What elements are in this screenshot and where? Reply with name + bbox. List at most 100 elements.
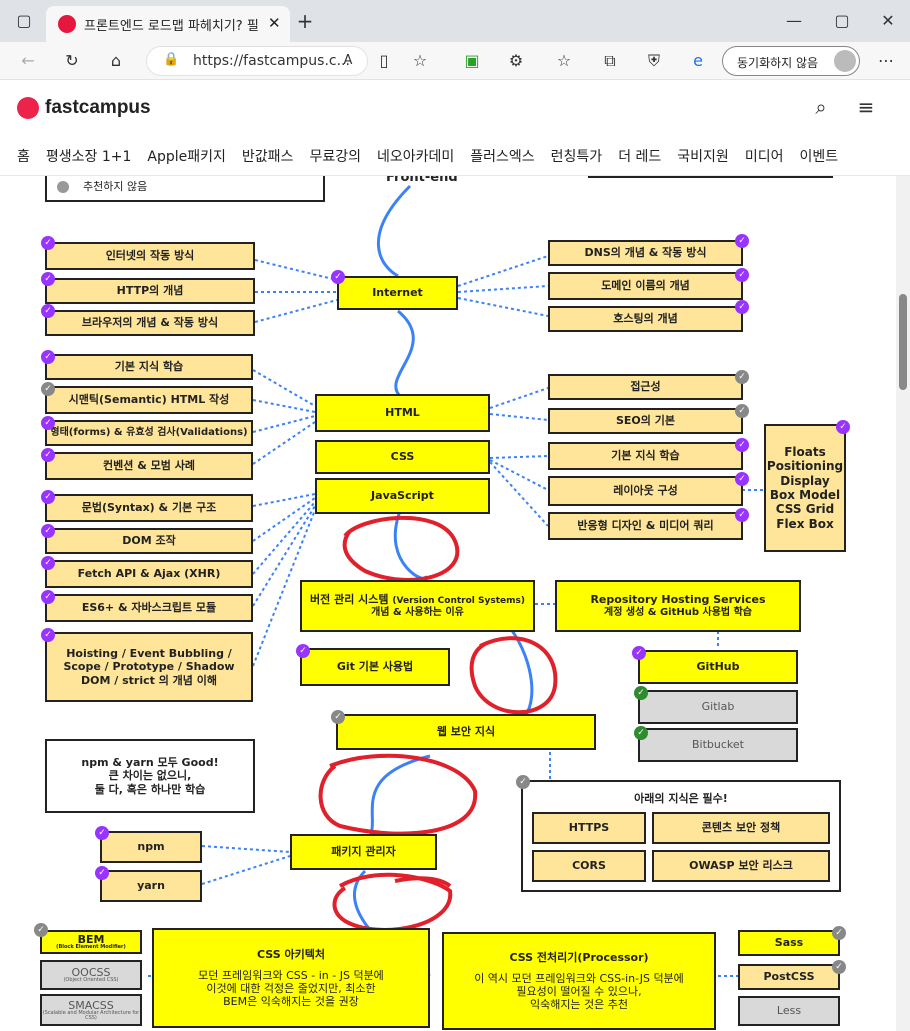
read-aloud-icon[interactable]: A [343,53,353,68]
check-icon: ✓ [41,524,55,538]
roadmap-node[interactable]: 반응형 디자인 & 미디어 쿼리 [548,512,743,540]
nav-item[interactable]: 플러스엑스 [470,149,535,165]
favorites-icon[interactable]: ☆ [556,51,572,70]
check-icon: ✓ [95,826,109,840]
check-icon: ✓ [832,926,846,940]
scrollbar-thumb[interactable] [899,294,907,390]
maximize-icon[interactable]: ▢ [834,11,850,30]
check-icon: ✓ [735,404,749,418]
roadmap-node[interactable]: 레이아웃 구성 [548,476,743,506]
avatar [834,50,856,72]
nav-item[interactable]: 무료강의 [309,149,361,165]
roadmap-node[interactable]: CORS [532,850,646,882]
npm-node[interactable]: npm [100,831,202,863]
browser-tab[interactable]: 프론트엔드 로드맵 파헤치기? 필 ✕ [46,6,290,42]
oocss-node[interactable]: OOCSS(Object Oriented CSS) [40,960,142,990]
roadmap-node[interactable]: 시맨틱(Semantic) HTML 작성 [45,386,253,414]
roadmap-node[interactable]: 브라우저의 개념 & 작동 방식 [45,310,255,336]
roadmap-node[interactable]: 문법(Syntax) & 기본 구조 [45,494,253,522]
roadmap-node[interactable]: SEO의 기본 [548,408,743,434]
nav-item[interactable]: 평생소장 1+1 [45,149,132,165]
nav-item[interactable]: 네오아카데미 [376,149,455,165]
address-bar[interactable]: 🔒 https://fastcampus.c... [146,46,368,76]
new-tab-icon[interactable]: + [296,9,314,33]
close-tab-icon[interactable]: ✕ [268,14,281,32]
roadmap-node[interactable]: 형태(forms) & 유효성 검사(Validations) [45,420,253,446]
postcss-node[interactable]: PostCSS [738,964,840,990]
back-icon[interactable]: ← [21,51,35,70]
smacss-node[interactable]: SMACSS(Scalable and Modular Architecture… [40,994,142,1026]
hamburger-menu-icon[interactable]: ≡ [857,95,875,119]
nav-item[interactable]: 홈 [17,149,30,165]
internet-node[interactable]: Internet [337,276,458,310]
bitbucket-node[interactable]: Bitbucket [638,728,798,762]
roadmap-node[interactable]: 도메인 이름의 개념 [548,272,743,300]
javascript-node[interactable]: JavaScript [315,478,490,514]
extension-green-icon[interactable]: ▣ [464,51,480,70]
nav-item[interactable]: 반값패스 [241,149,294,165]
roadmap-node[interactable]: DOM 조작 [45,528,253,554]
nav-item[interactable]: 미디어 [744,149,784,165]
roadmap-node[interactable]: 기본 지식 학습 [45,354,253,380]
nav-item[interactable]: 런칭특가 [550,149,603,165]
roadmap-node[interactable]: Fetch API & Ajax (XHR) [45,560,253,588]
roadmap-node[interactable]: 콘텐츠 보안 정책 [652,812,830,844]
collections-icon[interactable]: ⧉ [604,51,616,70]
sync-button[interactable]: 동기화하지 않음 [722,46,860,76]
roadmap-node[interactable]: OWASP 보안 리스크 [652,850,830,882]
browser-essentials-icon[interactable]: ⛨ [647,51,660,70]
nav-item[interactable]: 더 레드 [618,149,662,165]
check-icon: ✓ [41,416,55,430]
html-node[interactable]: HTML [315,394,490,432]
refresh-icon[interactable]: ↻ [65,51,79,70]
browser-tab-strip: ▢ 프론트엔드 로드맵 파헤치기? 필 ✕ + — ▢ ✕ [0,0,910,42]
check-icon: ✓ [331,270,345,284]
less-node[interactable]: Less [738,996,840,1026]
nav-item[interactable]: Apple패키지 [147,149,226,165]
favorite-add-icon[interactable]: ☆ [412,51,428,70]
package-manager-node[interactable]: 패키지 관리자 [290,834,437,870]
immersive-reader-icon[interactable]: ▯ [379,51,389,70]
css-preprocessor-node[interactable]: CSS 전처리기(Processor) 이 역시 모던 프레임워크와 CSS-i… [442,932,716,1030]
vcs-node[interactable]: 버전 관리 시스템 (Version Control Systems) 개념 &… [300,580,535,632]
tab-actions-icon[interactable]: ▢ [16,11,32,30]
roadmap-node[interactable]: 호스팅의 개념 [548,306,743,332]
git-basics-node[interactable]: Git 기본 사용법 [300,648,450,686]
minimize-icon[interactable]: — [786,11,802,30]
url-text: https://fastcampus.c... [193,53,350,69]
roadmap-node[interactable]: ES6+ & 자바스크립트 모듈 [45,594,253,622]
bem-node[interactable]: BEM(Block Element Modifier) [40,930,142,954]
roadmap-node[interactable]: 기본 지식 학습 [548,442,743,470]
roadmap-node[interactable]: 접근성 [548,374,743,400]
page-scrollbar[interactable] [896,176,910,1031]
roadmap-node[interactable]: DNS의 개념 & 작동 방식 [548,240,743,266]
more-icon[interactable]: ⋯ [878,51,894,70]
tab-title: 프론트엔드 로드맵 파헤치기? 필 [84,19,259,34]
roadmap-node[interactable]: HTTP의 개념 [45,278,255,304]
extensions-icon[interactable]: ⚙ [508,51,524,70]
github-node[interactable]: GitHub [638,650,798,684]
close-window-icon[interactable]: ✕ [881,11,895,30]
roadmap-node[interactable]: 인터넷의 작동 방식 [45,242,255,270]
check-icon: ✓ [41,448,55,462]
edge-icon[interactable]: e [693,51,703,70]
roadmap-node[interactable]: HTTPS [532,812,646,844]
roadmap-node[interactable]: Hoisting / Event Bubbling / Scope / Prot… [45,632,253,702]
css-architecture-node[interactable]: CSS 아키텍처 모던 프레임워크와 CSS - in - JS 덕분에 이것에… [152,928,430,1028]
web-security-node[interactable]: 웹 보안 지식 [336,714,596,750]
home-icon[interactable]: ⌂ [110,51,122,70]
nav-item[interactable]: 이벤트 [799,149,839,165]
css-node[interactable]: CSS [315,440,490,474]
sass-node[interactable]: Sass [738,930,840,956]
nav-item[interactable]: 국비지원 [677,149,729,165]
roadmap-node[interactable]: 컨벤션 & 모범 사례 [45,452,253,480]
check-icon: ✓ [634,726,648,740]
fastcampus-logo[interactable]: fastcampus [17,96,151,120]
gitlab-node[interactable]: Gitlab [638,690,798,724]
yarn-node[interactable]: yarn [100,870,202,902]
check-icon: ✓ [836,420,850,434]
check-icon: ✓ [41,304,55,318]
search-icon[interactable]: ⌕ [815,95,827,119]
